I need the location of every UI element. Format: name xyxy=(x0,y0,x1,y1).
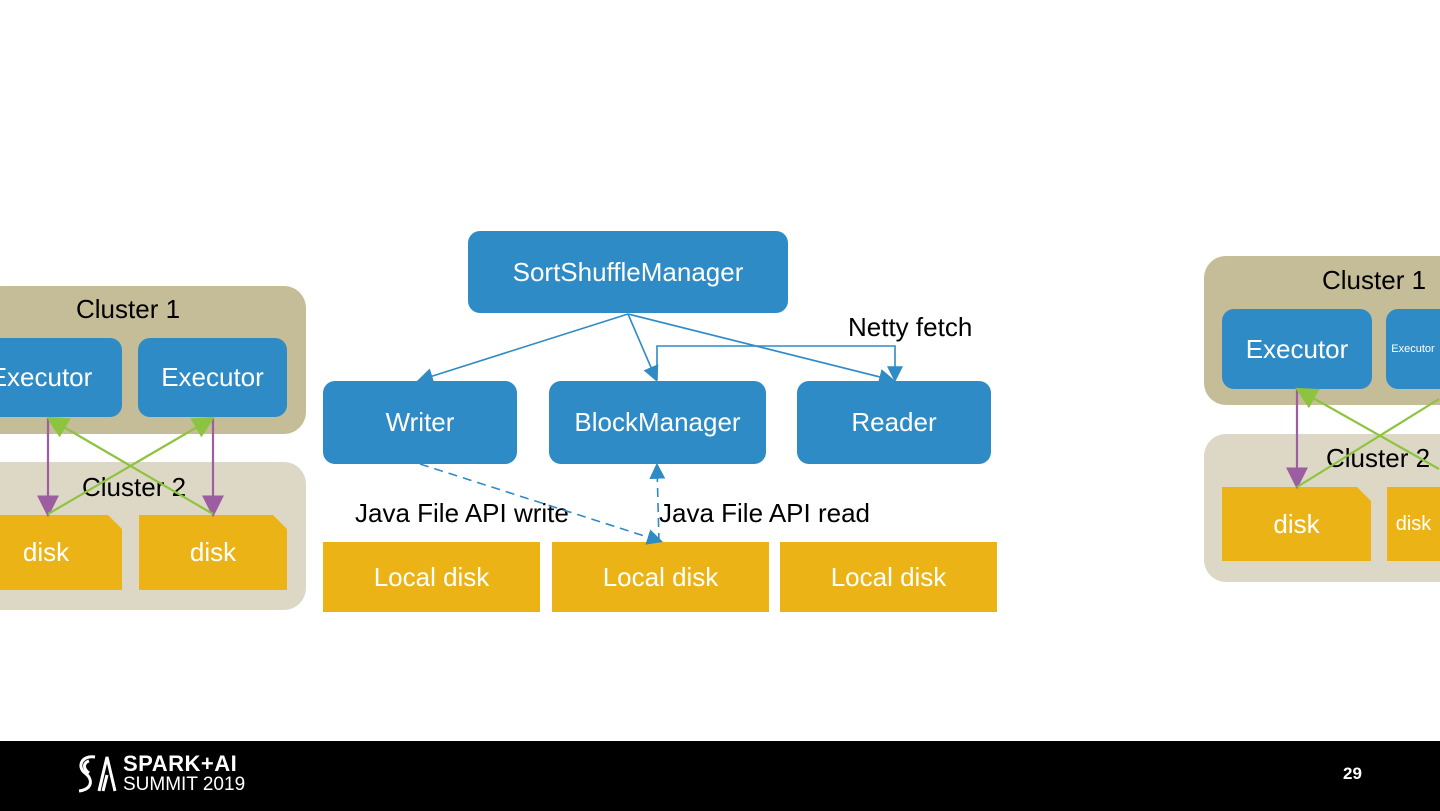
api-read-label: Java File API read xyxy=(659,498,870,528)
writer-box: Writer xyxy=(323,381,517,464)
left-executor-2: Executor xyxy=(138,338,287,417)
local-disk-1: Local disk xyxy=(323,542,540,612)
footer-bar: SPARK+AI SUMMIT 2019 29 xyxy=(0,741,1440,811)
spark-logo-icon xyxy=(78,755,117,793)
netty-fetch-label: Netty fetch xyxy=(848,312,973,342)
left-cluster-2-label: Cluster 2 xyxy=(82,472,187,502)
sort-shuffle-manager-box: SortShuffleManager xyxy=(468,231,788,313)
spark-ai-summit-logo: SPARK+AI SUMMIT 2019 xyxy=(73,753,245,795)
right-cluster-1-label: Cluster 1 xyxy=(1322,265,1427,295)
block-manager-box: BlockManager xyxy=(549,381,766,464)
logo-line-2: SUMMIT 2019 xyxy=(123,774,246,795)
page-number: 29 xyxy=(1343,764,1362,783)
local-disk-2: Local disk xyxy=(552,542,769,612)
right-executor-2: Executor xyxy=(1386,309,1440,389)
local-disk-3: Local disk xyxy=(780,542,997,612)
right-disk-1: disk xyxy=(1222,487,1371,561)
right-disk-2: disk xyxy=(1387,487,1440,561)
right-executor-1: Executor xyxy=(1222,309,1372,389)
reader-box: Reader xyxy=(797,381,991,464)
right-cluster-2-label: Cluster 2 xyxy=(1326,443,1431,473)
api-write-label: Java File API write xyxy=(355,498,569,528)
left-disk-1: disk xyxy=(0,515,122,590)
left-cluster-1-label: Cluster 1 xyxy=(76,294,181,324)
logo-line-1: SPARK+AI xyxy=(123,751,238,776)
left-disk-2: disk xyxy=(139,515,287,590)
left-executor-1: Executor xyxy=(0,338,122,417)
